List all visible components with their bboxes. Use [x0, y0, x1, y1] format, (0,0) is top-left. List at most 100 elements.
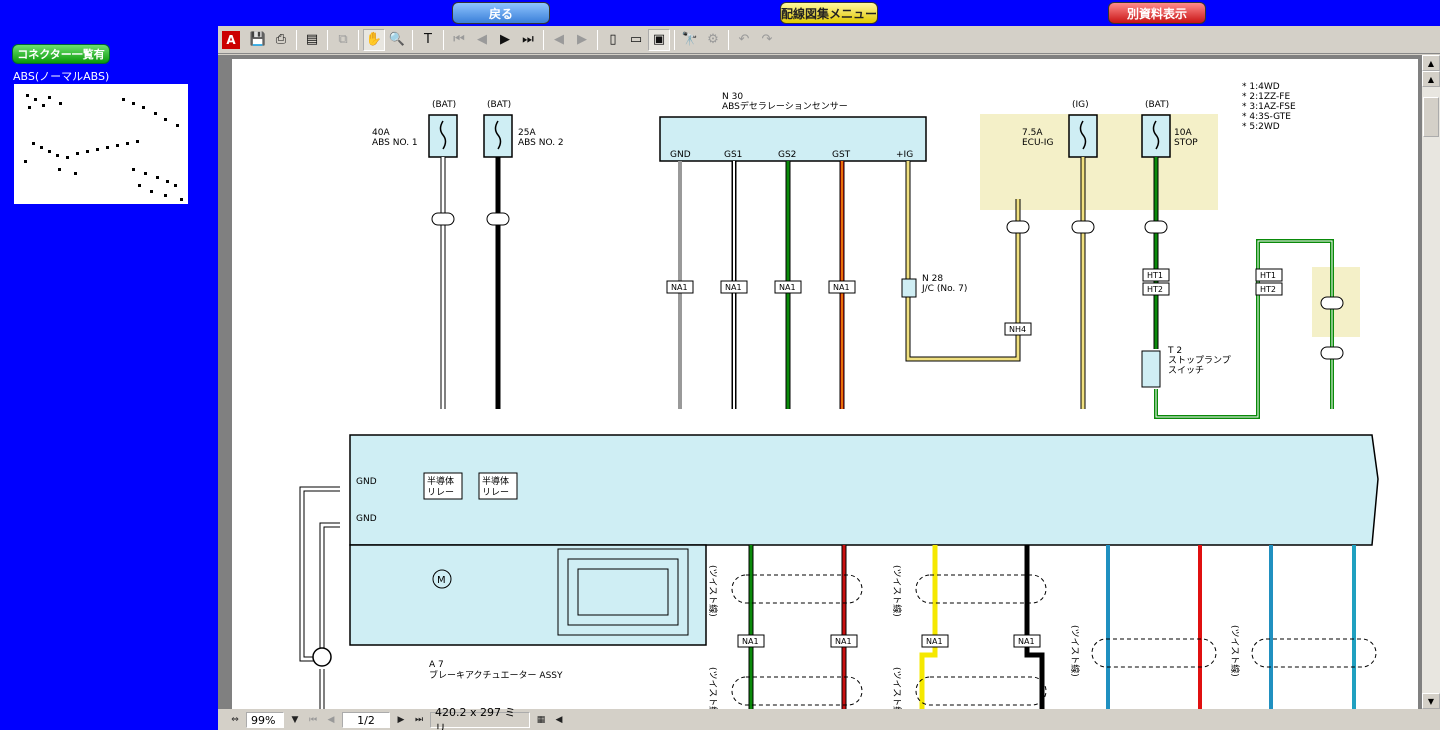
status-bar: ⇔ 99% ▼ ⏮ ◀ 1/2 ▶ ⏭ 420.2 x 297 ミリ ▦ ◀ [218, 706, 1440, 730]
sensor-id: N 30 [722, 92, 743, 102]
forward-view-icon[interactable]: ▶ [577, 32, 587, 47]
svg-text:HT2: HT2 [1147, 285, 1163, 294]
viewer-toolbar: A 💾 ⎙ ▤ ⧉ ✋ 🔍 T ⏮ ◀ ▶ ⏭ ◀ ▶ ▯ ▭ ▣ 🔭 [218, 26, 1440, 54]
save-icon[interactable]: 💾 [249, 32, 267, 47]
web-icon[interactable]: ⚙ [707, 32, 719, 47]
stop-switch-id: T 2 [1167, 346, 1182, 356]
sensor-name: ABSデセラレーションセンサー [722, 100, 848, 112]
fit-width-icon[interactable]: ▣ [648, 28, 670, 51]
fuse3-rating: 7.5A [1022, 128, 1043, 138]
status-prev-page-icon[interactable]: ◀ [327, 715, 335, 725]
page-up-icon[interactable]: ▲ [1422, 71, 1440, 87]
note-3: * 3:1AZ-FSE [1242, 102, 1296, 112]
scroll-down-icon[interactable]: ▼ [1422, 693, 1440, 709]
pdf-viewer: A 💾 ⎙ ▤ ⧉ ✋ 🔍 T ⏮ ◀ ▶ ⏭ ◀ ▶ ▯ ▭ ▣ 🔭 [218, 26, 1440, 730]
first-page-icon[interactable]: ⏮ [453, 32, 465, 47]
stop-switch-name: ストップランプ [1168, 355, 1231, 366]
status-last-page-icon[interactable]: ⏭ [414, 715, 424, 725]
status-first-page-icon[interactable]: ⏮ [308, 715, 318, 725]
svg-text:NA1: NA1 [671, 283, 688, 292]
zoom-icon[interactable]: 🔍 [388, 32, 406, 47]
fuse1-source: (BAT) [432, 100, 456, 110]
svg-text:NA1: NA1 [835, 637, 852, 646]
actuator-name: ブレーキアクチュエーター ASSY [429, 669, 563, 681]
svg-text:M: M [437, 575, 446, 586]
page-indicator[interactable]: 1/2 [342, 712, 390, 728]
sensor-pin-ig: +IG [896, 150, 913, 160]
rotate-left-icon[interactable]: ↶ [738, 32, 750, 47]
sensor-pin-gst: GST [832, 150, 851, 160]
fuse4-source: (BAT) [1145, 100, 1169, 110]
svg-text:HT1: HT1 [1147, 271, 1163, 280]
twist-label-3: (ツイスト線) [1069, 625, 1081, 677]
svg-text:NH4: NH4 [1009, 325, 1026, 334]
print-icon[interactable]: ⎙ [275, 32, 287, 47]
svg-text:GND: GND [356, 514, 377, 524]
note-1: * 1:4WD [1242, 82, 1280, 92]
relay1-label2: リレー [427, 488, 454, 498]
abs-label: ABS(ノーマルABS) [13, 70, 110, 83]
fuse2-source: (BAT) [487, 100, 511, 110]
rotate-right-icon[interactable]: ↷ [761, 32, 773, 47]
twist-label-1: (ツイスト線) [707, 565, 719, 617]
vertical-scrollbar[interactable]: ▲ ▲ ▼ [1422, 55, 1440, 709]
jc-name: J/C (No. 7) [921, 284, 967, 294]
page-size: 420.2 x 297 ミリ [430, 706, 530, 730]
stop-switch-name2: スイッチ [1168, 365, 1204, 376]
zoom-arrows-icon[interactable]: ⇔ [231, 715, 239, 725]
layout-icon[interactable]: ▦ [536, 715, 546, 725]
acrobat-icon: A [222, 30, 240, 49]
scroll-thumb[interactable] [1423, 97, 1439, 137]
sensor-pin-gs1: GS1 [724, 150, 742, 160]
scroll-up-icon[interactable]: ▲ [1422, 55, 1440, 71]
svg-text:GND: GND [356, 477, 377, 487]
note-4: * 4:3S-GTE [1242, 112, 1291, 122]
svg-text:HT2: HT2 [1260, 285, 1276, 294]
text-select-icon[interactable]: T [424, 32, 432, 47]
fit-page-icon[interactable]: ▭ [629, 32, 643, 47]
note-5: * 5:2WD [1242, 122, 1280, 132]
zoom-dropdown-icon[interactable]: ▼ [291, 715, 299, 725]
bookmark-icon[interactable]: ▤ [305, 32, 319, 47]
fuse4-name: STOP [1174, 138, 1198, 148]
status-next-page-icon[interactable]: ▶ [397, 715, 405, 725]
note-2: * 2:1ZZ-FE [1242, 92, 1290, 102]
decel-sensor-box [659, 116, 927, 162]
svg-text:NA1: NA1 [833, 283, 850, 292]
sensor-pin-gnd: GND [670, 150, 691, 160]
zoom-level[interactable]: 99% [246, 712, 284, 728]
wiring-menu-button[interactable]: 配線図集メニュー [780, 2, 878, 24]
twist-label-6: (ツイスト線) [891, 667, 903, 709]
svg-text:NA1: NA1 [725, 283, 742, 292]
jc-id: N 28 [922, 274, 943, 284]
other-docs-button[interactable]: 別資料表示 [1108, 2, 1206, 24]
twist-label-4: (ツイスト線) [1229, 625, 1241, 677]
back-view-icon[interactable]: ◀ [554, 32, 564, 47]
copy-icon[interactable]: ⧉ [338, 32, 348, 47]
connector-list-button[interactable]: コネクター一覧有 [12, 44, 110, 64]
relay2-label: 半導体 [482, 475, 509, 487]
actuator-block [349, 544, 707, 646]
hand-icon[interactable]: ✋ [363, 28, 385, 51]
last-page-icon[interactable]: ⏭ [522, 32, 534, 47]
fuse2-rating: 25A [518, 128, 536, 138]
next-page-icon[interactable]: ▶ [500, 32, 510, 47]
find-icon[interactable]: 🔭 [681, 32, 699, 47]
relay1-label: 半導体 [427, 475, 454, 487]
fuse1-rating: 40A [372, 128, 390, 138]
diagram-thumbnail[interactable] [14, 84, 188, 204]
back-button[interactable]: 戻る [452, 2, 550, 24]
prev-page-icon[interactable]: ◀ [477, 32, 487, 47]
hscroll-left-icon[interactable]: ◀ [555, 715, 563, 725]
fuse3-name: ECU-IG [1022, 138, 1053, 148]
fuse2-name: ABS NO. 2 [518, 138, 564, 148]
relay2-label2: リレー [482, 488, 509, 498]
svg-text:HT1: HT1 [1260, 271, 1276, 280]
svg-text:NA1: NA1 [926, 637, 943, 646]
actuator-id: A 7 [429, 660, 444, 670]
svg-text:NA1: NA1 [1018, 637, 1035, 646]
actual-size-icon[interactable]: ▯ [609, 32, 617, 47]
fuse4-rating: 10A [1174, 128, 1192, 138]
document-canvas[interactable]: (BAT) (BAT) (IG) (BAT) 40A ABS NO. 1 25A… [218, 55, 1422, 709]
